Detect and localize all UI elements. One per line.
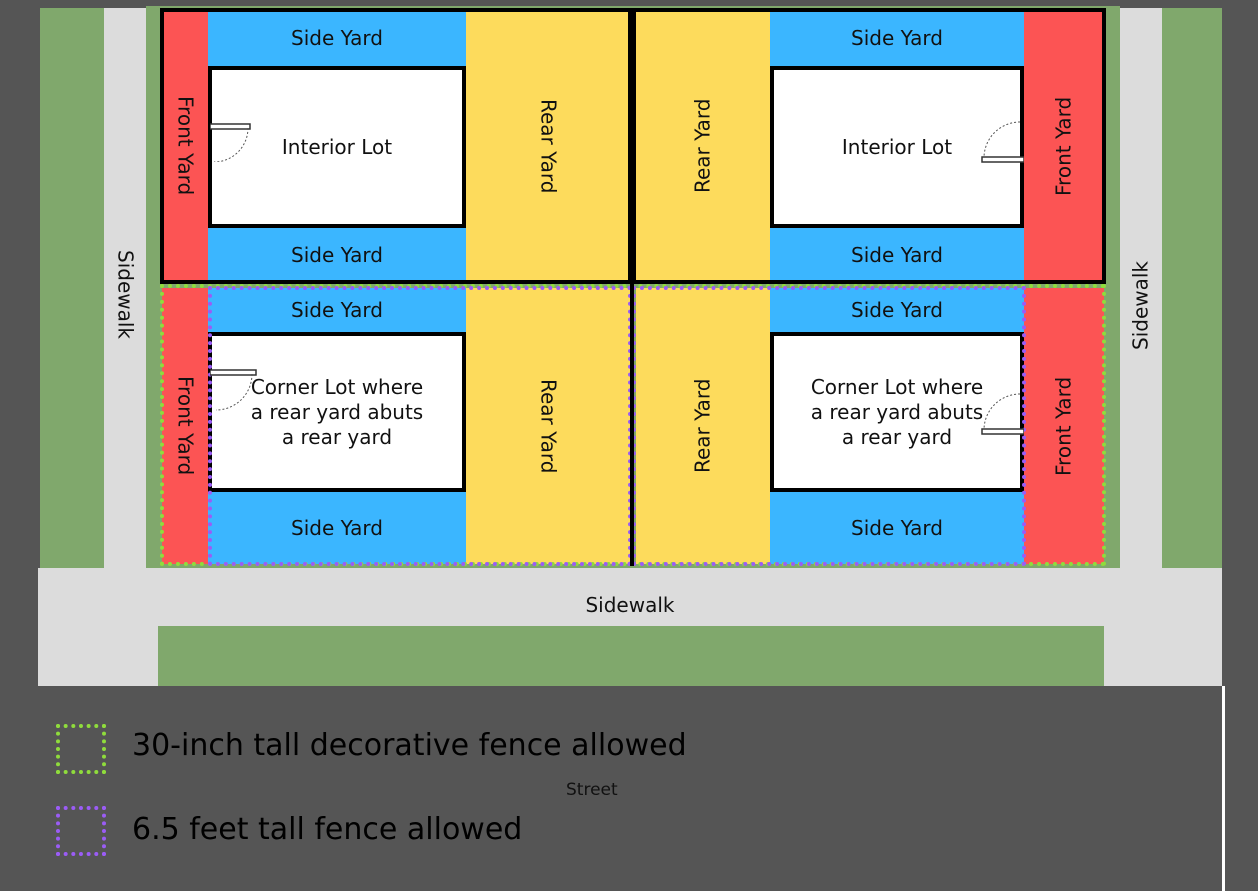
- interior-lot-left: Interior Lot: [208, 66, 466, 228]
- right-sidewalk-label: Sidewalk: [1128, 260, 1153, 350]
- front-yard-top-left: Front Yard: [162, 10, 208, 282]
- side-yard-bottom-right-lower: Side Yard: [770, 492, 1024, 564]
- center-lot-divider: [630, 284, 634, 566]
- bottom-sidewalk: [38, 568, 1222, 626]
- side-yard-top-right-lower: Side Yard: [770, 228, 1024, 282]
- bottom-right-sidewalk-corner: [1104, 626, 1222, 686]
- bottom-sidewalk-label: Sidewalk: [585, 592, 675, 617]
- bottom-left-sidewalk-corner: [38, 626, 158, 686]
- right-grass-strip: [1162, 8, 1222, 568]
- front-yard-bottom-left: Front Yard: [162, 288, 208, 564]
- corner-lot-left: Corner Lot where a rear yard abuts a rea…: [208, 332, 466, 492]
- side-yard-bottom-left-upper: Side Yard: [208, 288, 466, 332]
- door-icon: [210, 123, 251, 162]
- legend-swatch-purple: [56, 806, 106, 856]
- left-grass-strip: [40, 8, 104, 568]
- interior-lot-right: Interior Lot: [770, 66, 1024, 228]
- door-icon: [210, 369, 257, 411]
- side-yard-top-left-lower: Side Yard: [208, 228, 466, 282]
- legend-label-purple: 6.5 feet tall fence allowed: [132, 812, 523, 847]
- right-edge-line: [1222, 686, 1225, 891]
- top-left-lot-outline: [160, 8, 632, 284]
- purple-fence-right: [632, 286, 1026, 566]
- rear-yard-top-left: Rear Yard: [466, 10, 630, 282]
- side-yard-bottom-left-lower: Side Yard: [208, 492, 466, 564]
- door-icon: [981, 393, 1024, 435]
- side-yard-top-right-upper: Side Yard: [770, 10, 1024, 66]
- legend-swatch-green: [56, 724, 106, 774]
- left-sidewalk: [104, 8, 146, 588]
- purple-fence-left: [208, 286, 632, 566]
- corner-lot-right: Corner Lot where a rear yard abuts a rea…: [770, 332, 1024, 492]
- door-icon: [981, 121, 1024, 163]
- right-sidewalk: [1120, 8, 1162, 588]
- legend-label-green: 30-inch tall decorative fence allowed: [132, 728, 687, 763]
- top-right-lot-outline: [632, 8, 1106, 284]
- left-sidewalk-label: Sidewalk: [113, 250, 138, 340]
- street-label: Street: [566, 780, 618, 800]
- rear-yard-bottom-left: Rear Yard: [466, 288, 630, 564]
- side-yard-bottom-right-upper: Side Yard: [770, 288, 1024, 332]
- side-yard-top-left-upper: Side Yard: [208, 10, 466, 66]
- bottom-grass-strip: [158, 626, 1104, 686]
